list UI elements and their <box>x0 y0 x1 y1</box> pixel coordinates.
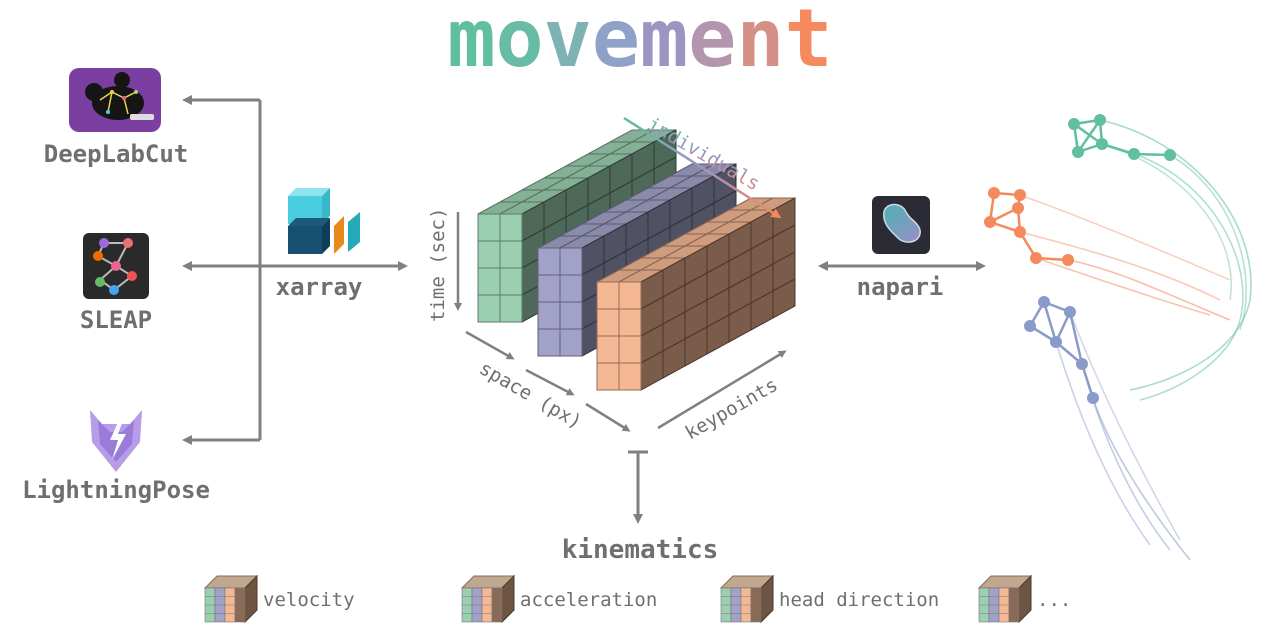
sleap-logo-icon <box>83 233 149 299</box>
source-label-sleap: SLEAP <box>80 306 152 334</box>
title-letter: n <box>736 0 784 85</box>
kinematics-item: acceleration <box>460 574 657 624</box>
time-axis-label: time (sec) <box>427 208 449 322</box>
individual-block-orange <box>596 197 796 391</box>
data-array-cube <box>477 129 796 391</box>
napari-label: napari <box>857 273 944 301</box>
title-letter: m <box>640 0 688 85</box>
title-letter: e <box>688 0 736 85</box>
source-connector-arrows <box>182 95 408 445</box>
source-label-lightningpose: LightningPose <box>22 476 210 504</box>
kinematics-items: velocity acceleration head direction... <box>203 574 1071 624</box>
napari-logo-icon <box>872 196 930 254</box>
kinematics-item-label: acceleration <box>520 589 657 611</box>
kinematics-label: kinematics <box>562 535 719 565</box>
lightningpose-logo-icon <box>90 410 142 472</box>
blue-pose-track <box>1024 296 1191 561</box>
title-letter: e <box>592 0 640 85</box>
kinematics-arrow <box>628 450 648 524</box>
kinematics-item: head direction <box>719 574 939 624</box>
title-letter: m <box>447 0 495 85</box>
individuals-axis-arrow <box>623 116 782 219</box>
source-label-deeplabcut: DeepLabCut <box>44 140 189 168</box>
space-axis-label: space (px) <box>476 357 586 433</box>
title-letter: o <box>495 0 543 85</box>
kinematics-item-label: ... <box>1037 589 1071 611</box>
deeplabcut-logo-icon <box>69 68 161 132</box>
kinematics-item-label: head direction <box>779 589 939 611</box>
kinematics-item: velocity <box>203 574 355 624</box>
orange-pose-track <box>984 187 1231 321</box>
xarray-logo-icon <box>288 188 360 254</box>
cube-axis-arrows <box>454 212 787 432</box>
title-letter: v <box>544 0 592 85</box>
teal-pose-track <box>1068 114 1252 401</box>
xarray-label: xarray <box>276 273 363 301</box>
kinematics-item: ... <box>977 574 1071 624</box>
title-letter: t <box>785 0 833 85</box>
kinematics-item-label: velocity <box>263 589 355 611</box>
movement-title: movement <box>447 0 832 85</box>
pose-tracks-illustration <box>984 114 1252 561</box>
